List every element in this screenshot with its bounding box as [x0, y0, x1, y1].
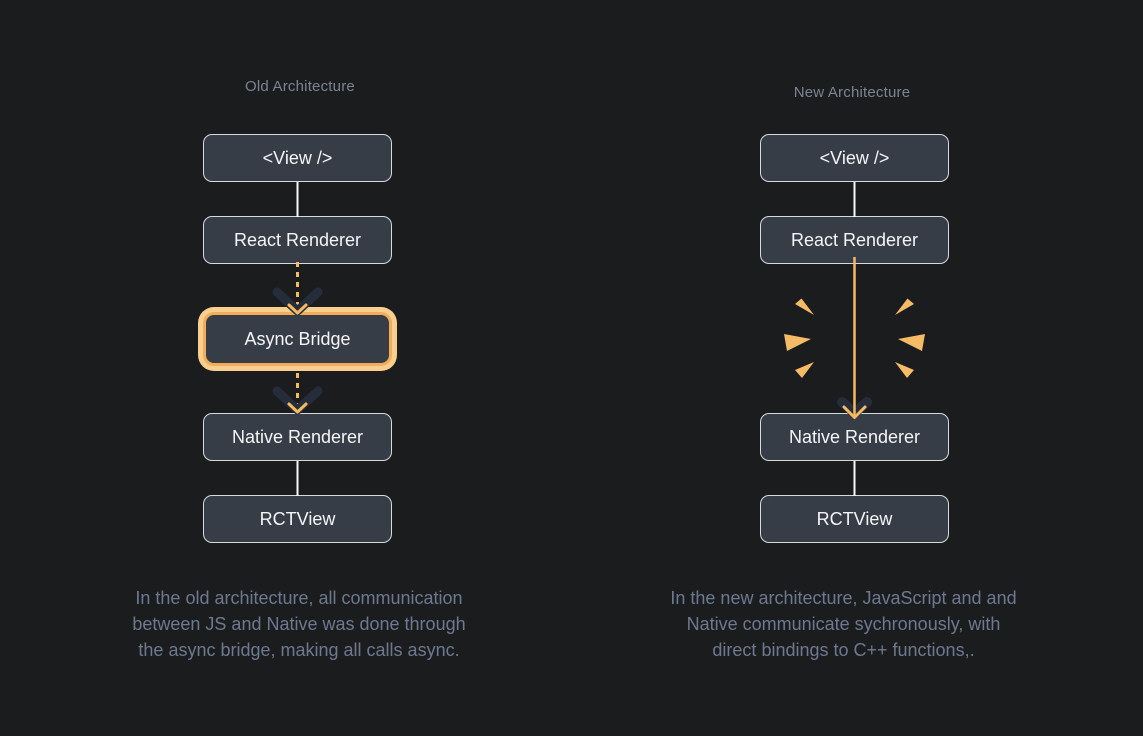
caption-line: In the new architecture, JavaScript and … — [670, 588, 1017, 608]
new-architecture-title: New Architecture — [793, 84, 911, 101]
old-node-view: <View /> — [203, 134, 392, 182]
caption-line: between JS and Native was done through — [132, 614, 466, 634]
caption-line: direct bindings to C++ functions,. — [712, 640, 975, 660]
old-arrowhead-dark-react-bridge — [272, 287, 323, 316]
new-arrowhead-dark-backing — [837, 397, 872, 418]
new-node-view: <View /> — [760, 134, 949, 182]
spark-burst-left — [784, 298, 814, 378]
new-architecture-caption: In the new architecture, JavaScript and … — [633, 585, 1054, 663]
old-node-rctview: RCTView — [203, 495, 392, 543]
new-node-rctview: RCTView — [760, 495, 949, 543]
old-node-native-renderer: Native Renderer — [203, 413, 392, 461]
old-node-react-renderer: React Renderer — [203, 216, 392, 264]
old-architecture-caption: In the old architecture, all communicati… — [87, 585, 511, 663]
caption-line: In the old architecture, all communicati… — [135, 588, 463, 608]
old-arrowhead-orange-bridge-native — [287, 402, 308, 414]
caption-line: the async bridge, making all calls async… — [138, 640, 460, 660]
old-arrowhead-dark-bridge-native — [272, 386, 323, 415]
new-node-react-renderer: React Renderer — [760, 216, 949, 264]
spark-burst-right — [895, 298, 925, 378]
new-node-native-renderer: Native Renderer — [760, 413, 949, 461]
caption-line: Native communicate sychronously, with — [686, 614, 1001, 634]
old-architecture-title: Old Architecture — [245, 78, 355, 95]
old-node-async-bridge: Async Bridge — [203, 312, 392, 366]
